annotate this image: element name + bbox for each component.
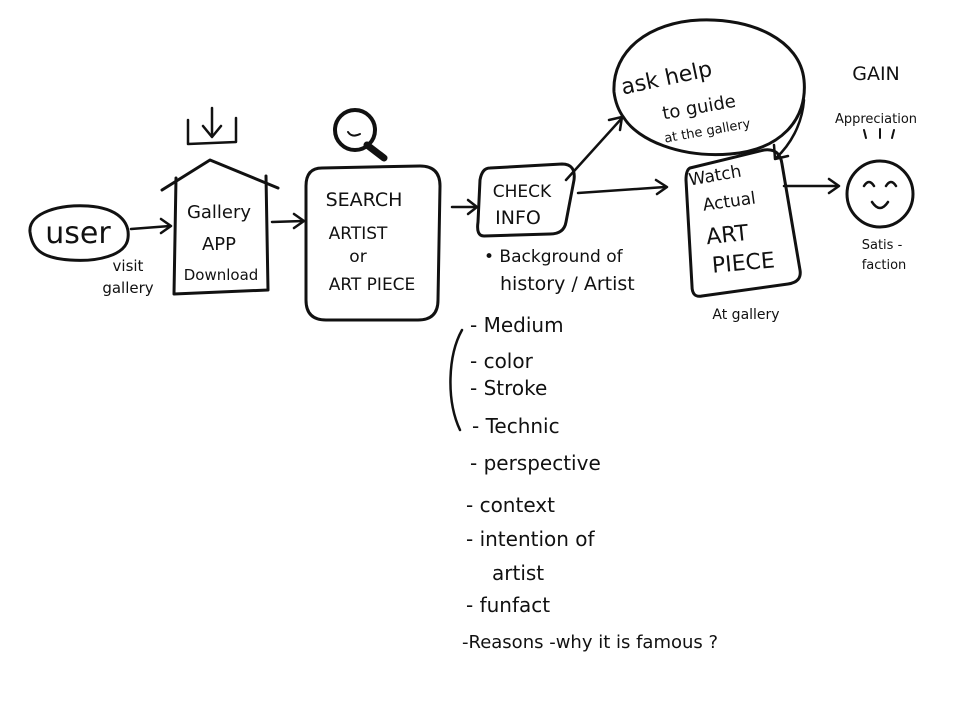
gain-note-line-2: faction	[862, 258, 907, 273]
magnifier-icon	[333, 108, 388, 162]
background-note-line-2: history / Artist	[500, 273, 635, 295]
background-note-line-1: • Background of	[484, 247, 624, 267]
user-note-line-2: gallery	[102, 279, 153, 297]
arrow-user-to-app	[129, 217, 173, 235]
info-item: - color	[470, 349, 534, 373]
smiley-icon	[845, 159, 915, 229]
app-label-line-2: APP	[202, 234, 236, 255]
arrow-check-to-watch	[576, 178, 669, 196]
info-item: - funfact	[466, 593, 550, 617]
user-label: user	[45, 216, 111, 251]
gain-sub: Appreciation	[835, 112, 917, 127]
info-item: - perspective	[470, 451, 601, 475]
info-item: - Technic	[472, 414, 560, 438]
user-note-line-1: visit	[113, 257, 144, 275]
download-icon	[186, 106, 238, 146]
info-list-bracket	[449, 328, 464, 432]
app-label-line-1: Gallery	[187, 202, 251, 223]
watch-note: At gallery	[712, 307, 779, 323]
check-label-line-2: INFO	[495, 207, 541, 229]
info-list: - Medium - color - Stroke - Technic - pe…	[462, 313, 718, 653]
gain-label: GAIN	[852, 63, 900, 85]
ask-label-line-2: to guide	[661, 91, 738, 125]
watch-label-line-3: ART	[705, 221, 750, 250]
search-label-line-2: ARTIST	[329, 224, 388, 244]
background-note: • Background of history / Artist	[484, 247, 635, 295]
search-node: SEARCH ARTIST or ART PIECE	[304, 164, 442, 322]
check-info-node: CHECK INFO	[476, 162, 576, 238]
info-item: - intention of	[466, 527, 596, 551]
user-node: user visit gallery	[28, 204, 154, 297]
info-item: artist	[492, 561, 544, 585]
watch-label-line-2: Actual	[702, 188, 758, 215]
arrow-watch-to-gain	[782, 177, 841, 195]
info-item: -Reasons -why it is famous ?	[462, 632, 718, 653]
arrow-app-to-search	[270, 212, 306, 230]
info-item: - Stroke	[470, 376, 547, 400]
arrow-check-to-ask	[564, 115, 624, 182]
info-item: - context	[466, 493, 555, 517]
ask-help-node: ask help to guide at the gallery	[612, 18, 806, 157]
ask-label-line-1: ask help	[619, 57, 714, 101]
search-label-line-4: ART PIECE	[329, 275, 416, 295]
gain-note-line-1: Satis -	[862, 238, 903, 253]
check-label-line-1: CHECK	[493, 182, 552, 202]
search-label-line-3: or	[349, 247, 366, 267]
gain-node: GAIN Appreciation Satis - faction	[835, 63, 917, 273]
arrow-search-to-check	[450, 198, 479, 216]
watch-node: Watch Actual ART PIECE At gallery	[684, 148, 802, 323]
info-item: - Medium	[470, 313, 564, 337]
app-node: Gallery APP Download	[160, 158, 280, 296]
watch-label-line-4: PIECE	[711, 248, 776, 278]
search-label-line-1: SEARCH	[326, 189, 403, 211]
app-label-line-3: Download	[184, 266, 259, 284]
